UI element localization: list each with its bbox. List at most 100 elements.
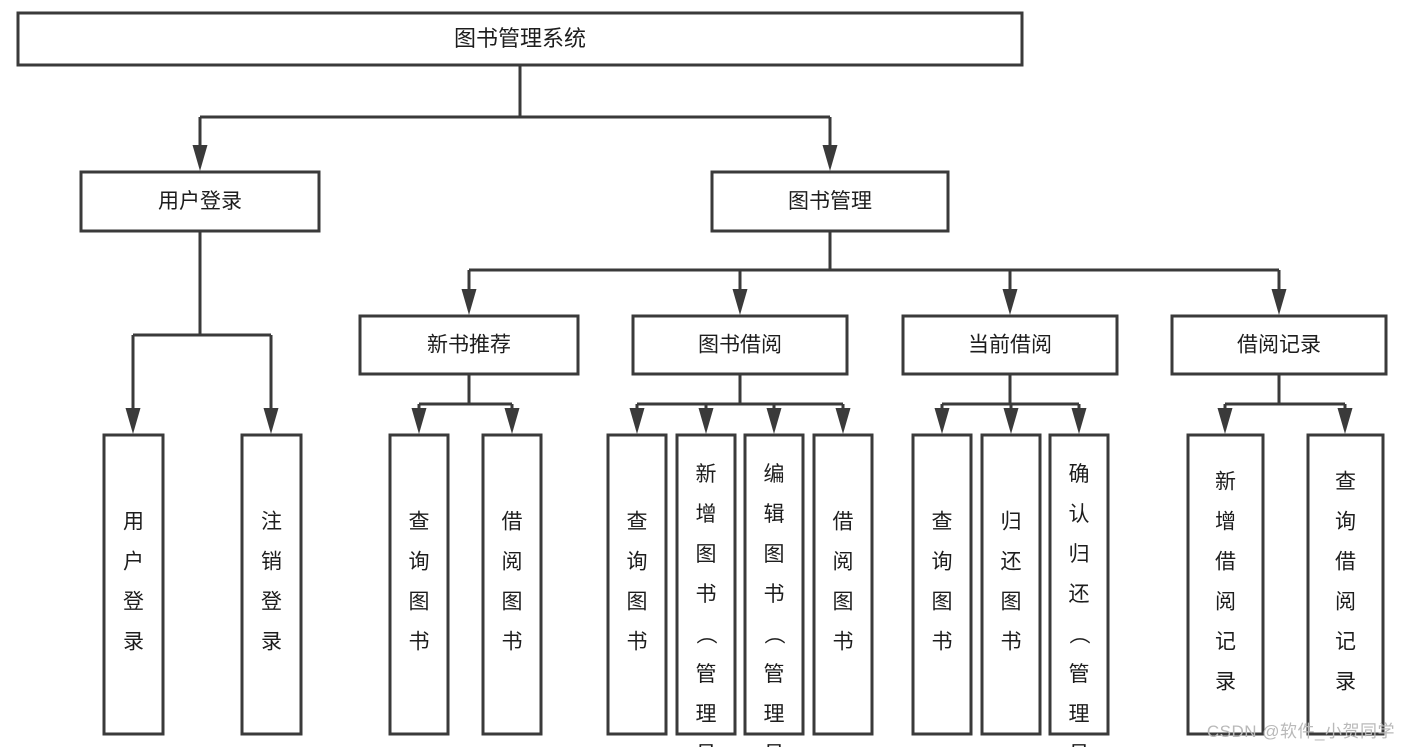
leaf-label-char: 图 [764, 543, 785, 566]
leaf-label-char: 书 [696, 583, 717, 606]
leaf-label-char: 用 [123, 511, 144, 534]
leaf-label-char: 书 [764, 583, 785, 606]
leaf-label-char: 管 [1069, 663, 1090, 686]
arrow-head-icon [411, 408, 427, 434]
arrow-head-icon [732, 289, 748, 315]
node-box[interactable] [481, 433, 543, 736]
level3-node-new-book-rec[interactable]: 新书推荐 [358, 314, 580, 376]
level2-node-book-manage[interactable]: 图书管理 [710, 170, 950, 233]
leaf-label-char: 图 [502, 591, 523, 614]
leaf-label-char: 归 [1069, 543, 1090, 566]
node-box[interactable] [631, 314, 849, 376]
node-box[interactable] [1186, 433, 1265, 736]
node-box[interactable] [743, 433, 805, 736]
leaf-label-char: 理 [764, 703, 785, 726]
connector-group-current-borrow [934, 374, 1087, 434]
connector-group-borrow-record [1217, 374, 1353, 434]
arrow-head-icon [461, 289, 477, 315]
node-box[interactable] [911, 433, 973, 736]
node-label: 图书管理 [788, 190, 872, 213]
node-box[interactable] [710, 170, 950, 233]
node-box[interactable] [388, 433, 450, 736]
leaf-label-char: 新 [696, 463, 717, 486]
leaf-label-char: 还 [1001, 551, 1022, 574]
leaf-label-char: 图 [833, 591, 854, 614]
leaf-label-char: 销 [261, 551, 282, 574]
node-box[interactable] [901, 314, 1119, 376]
leaf-label-char: 注 [261, 511, 282, 534]
leaf-label-char: 记 [1335, 631, 1356, 654]
leaf-label-char: 阅 [1215, 591, 1236, 614]
leaf-label-char: 还 [1069, 583, 1090, 606]
leaf-label-char: 阅 [502, 551, 523, 574]
csdn-watermark: CSDN @软件_小贺同学 [1206, 722, 1395, 741]
level3-node-book-borrow[interactable]: 图书借阅 [631, 314, 849, 376]
leaf-label-char: 查 [409, 511, 430, 534]
node-box[interactable] [79, 170, 321, 233]
connector-group-new-book-rec [411, 374, 520, 434]
node-label: 新书推荐 [427, 334, 511, 357]
node-box[interactable] [1048, 433, 1110, 736]
level3-node-current-borrow[interactable]: 当前借阅 [901, 314, 1119, 376]
arrow-head-icon [1217, 408, 1233, 434]
leaf-label-char: 录 [1215, 671, 1236, 694]
node-box[interactable] [812, 433, 874, 736]
root-node-root[interactable]: 图书管理系统 [16, 11, 1024, 67]
level3-node-borrow-record[interactable]: 借阅记录 [1170, 314, 1388, 376]
leaf-label-char: 书 [932, 631, 953, 654]
node-box[interactable] [675, 433, 737, 736]
leaf-label-char: 编 [764, 463, 785, 486]
leaf-label-char: 查 [932, 511, 953, 534]
node-box[interactable] [980, 433, 1042, 736]
node-box[interactable] [358, 314, 580, 376]
leaf-label-char: 图 [1001, 591, 1022, 614]
arrow-head-icon [125, 408, 141, 434]
node-box[interactable] [606, 433, 668, 736]
node-box[interactable] [240, 433, 303, 736]
leaf-label-char: 书 [1001, 631, 1022, 654]
connectors-layer [125, 65, 1353, 434]
arrow-head-icon [835, 408, 851, 434]
leaf-label-char: 图 [696, 543, 717, 566]
leaf-label-char: 书 [833, 631, 854, 654]
leaf-label-char: 员 [1069, 743, 1090, 747]
level2-node-user-login[interactable]: 用户登录 [79, 170, 321, 233]
node-box[interactable] [1306, 433, 1385, 736]
arrow-head-icon [1271, 289, 1287, 315]
leaf-label-char: 登 [123, 591, 144, 614]
node-box[interactable] [1170, 314, 1388, 376]
node-label: 借阅记录 [1237, 334, 1321, 357]
leaf-label-char: 阅 [833, 551, 854, 574]
leaf-label-char: 借 [833, 511, 854, 534]
leaf-label-char: 询 [932, 551, 953, 574]
leaf-label-char: 辑 [764, 503, 785, 526]
connector-group-book-manage [461, 231, 1287, 315]
node-label: 图书借阅 [698, 334, 782, 357]
node-box[interactable] [102, 433, 165, 736]
arrow-head-icon [1003, 408, 1019, 434]
leaf-label-char: 录 [261, 631, 282, 654]
leaf-label-char: （ [694, 624, 717, 645]
arrow-head-icon [822, 145, 838, 171]
leaf-label-char: 新 [1215, 471, 1236, 494]
arrow-head-icon [629, 408, 645, 434]
leaf-label-char: （ [1067, 624, 1090, 645]
leaf-label-char: 录 [123, 631, 144, 654]
connector-group-user-login [125, 231, 279, 434]
node-box[interactable] [16, 11, 1024, 67]
arrow-head-icon [1337, 408, 1353, 434]
leaf-node-leaf-user-login[interactable]: 用户登录 [102, 433, 165, 736]
